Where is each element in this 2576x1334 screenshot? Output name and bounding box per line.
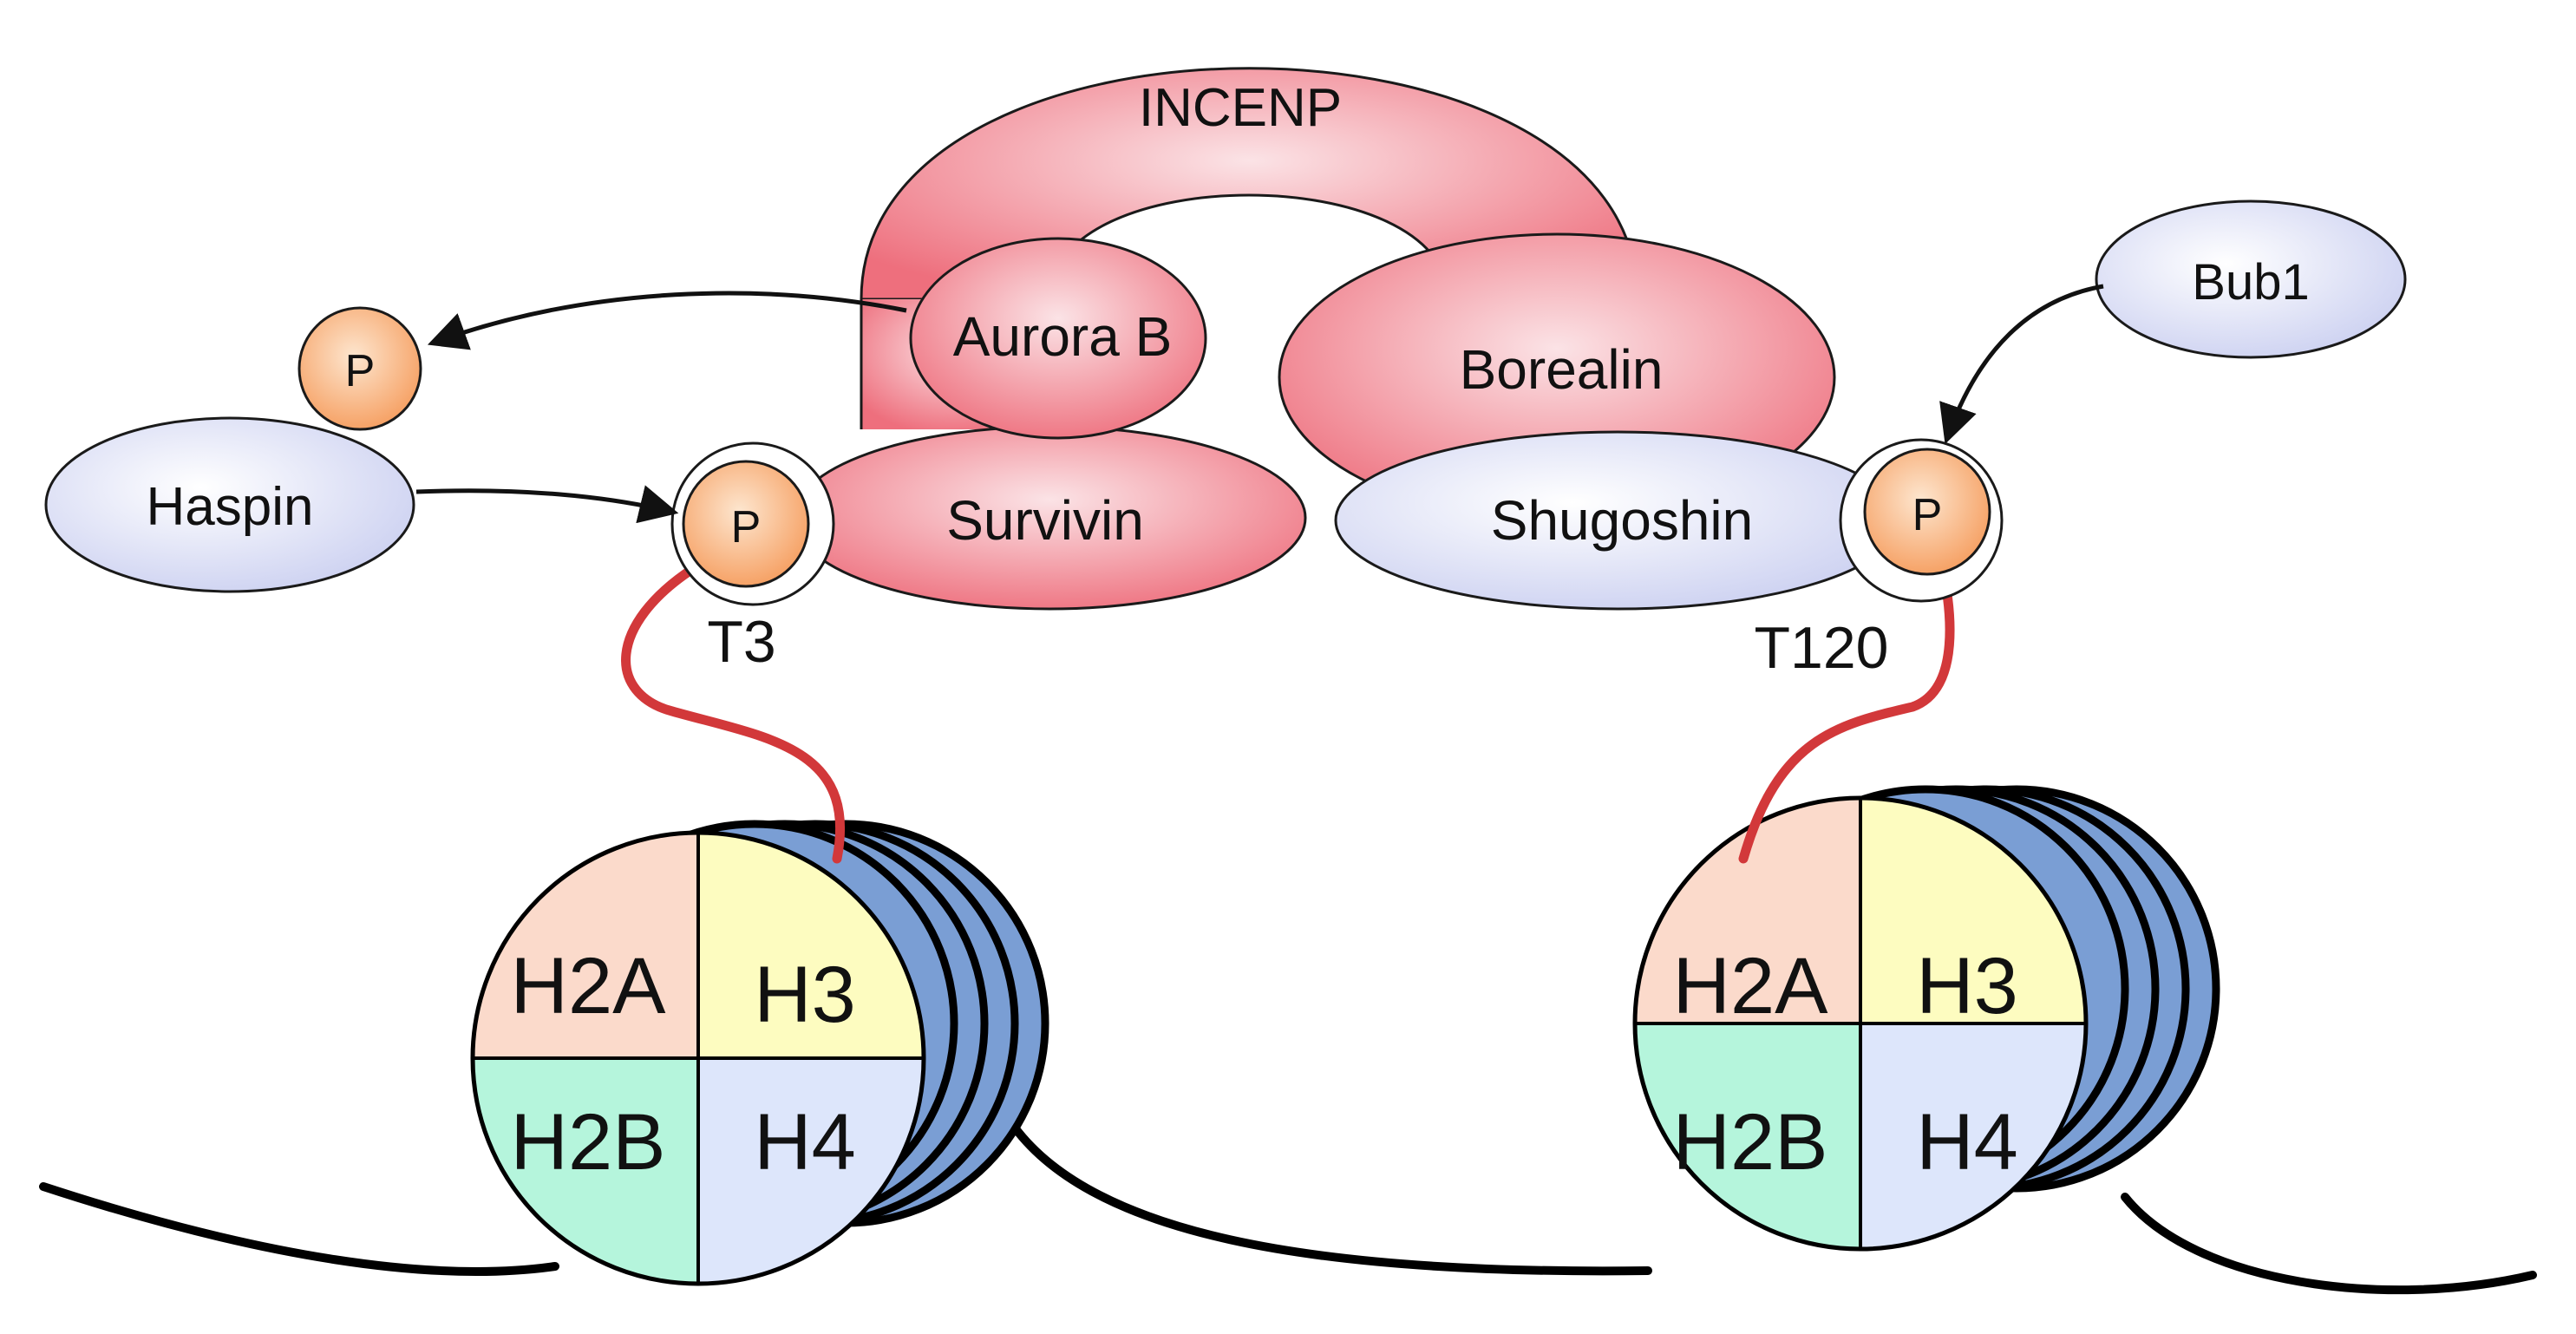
- haspin-protein: [44, 416, 415, 593]
- borealin-label: Borealin: [1460, 338, 1664, 401]
- bub1-protein: [2095, 199, 2407, 359]
- survivin-label: Survivin: [946, 489, 1144, 552]
- incenp-label: INCENP: [1139, 78, 1342, 138]
- h3-quadrant-left: [698, 833, 924, 1058]
- aurora-b-label: Aurora B: [953, 305, 1173, 368]
- arrow-bub1-to-t120: [1939, 284, 2104, 445]
- h3-label-right: H3: [1916, 942, 2018, 1030]
- histone-octamer-right: H2A H3 H2B H4: [1632, 795, 2089, 1252]
- h4-label-left: H4: [754, 1098, 856, 1187]
- phospho-group-aurora: P: [297, 306, 422, 431]
- h2a-tail-right: [1738, 557, 1955, 864]
- h2b-label-right: H2B: [1673, 1098, 1828, 1187]
- histone-octamer-left: H2A H3 H2B H4: [470, 830, 926, 1286]
- aurora-b-protein: [909, 237, 1207, 440]
- phospho-label-t120: P: [1912, 490, 1943, 540]
- h3-label-left: H3: [754, 951, 856, 1039]
- dna-strand: [39, 1123, 2537, 1295]
- bub1-label: Bub1: [2192, 254, 2309, 311]
- h4-quadrant-right: [1860, 1023, 2086, 1249]
- phospho-label-aurora: P: [345, 346, 376, 396]
- h4-label-right: H4: [1916, 1098, 2018, 1187]
- h2a-label-left: H2A: [511, 942, 667, 1030]
- h2b-quadrant-left: [473, 1058, 698, 1284]
- cpc-complex: INCENP Survivin Aurora B Borealin Shugos…: [792, 67, 1901, 611]
- h2b-label-left: H2B: [511, 1098, 666, 1187]
- h2a-quadrant-right: [1635, 798, 1860, 1023]
- haspin-label: Haspin: [147, 477, 314, 537]
- h2a-label-right: H2A: [1673, 942, 1829, 1030]
- phospho-label-t3: P: [731, 502, 762, 553]
- phospho-group-t120: P: [1839, 438, 2004, 603]
- nucleosome-left: H2A H3 H2B H4: [470, 820, 1049, 1286]
- h3-tail-left: [621, 563, 846, 864]
- h3-quadrant-right: [1860, 798, 2086, 1023]
- site-label-t120: T120: [1755, 615, 1889, 681]
- shugoshin-label: Shugoshin: [1491, 489, 1753, 552]
- h2b-quadrant-right: [1635, 1023, 1860, 1249]
- arrow-haspin-to-t3: [415, 485, 679, 524]
- nucleosome-right: H2A H3 H2B H4: [1632, 785, 2220, 1252]
- h4-quadrant-left: [698, 1058, 924, 1284]
- phospho-group-t3: P: [670, 441, 835, 606]
- h2a-quadrant-left: [473, 833, 698, 1058]
- arrow-aurora-to-haspin: [427, 291, 907, 350]
- site-label-t3: T3: [707, 609, 775, 675]
